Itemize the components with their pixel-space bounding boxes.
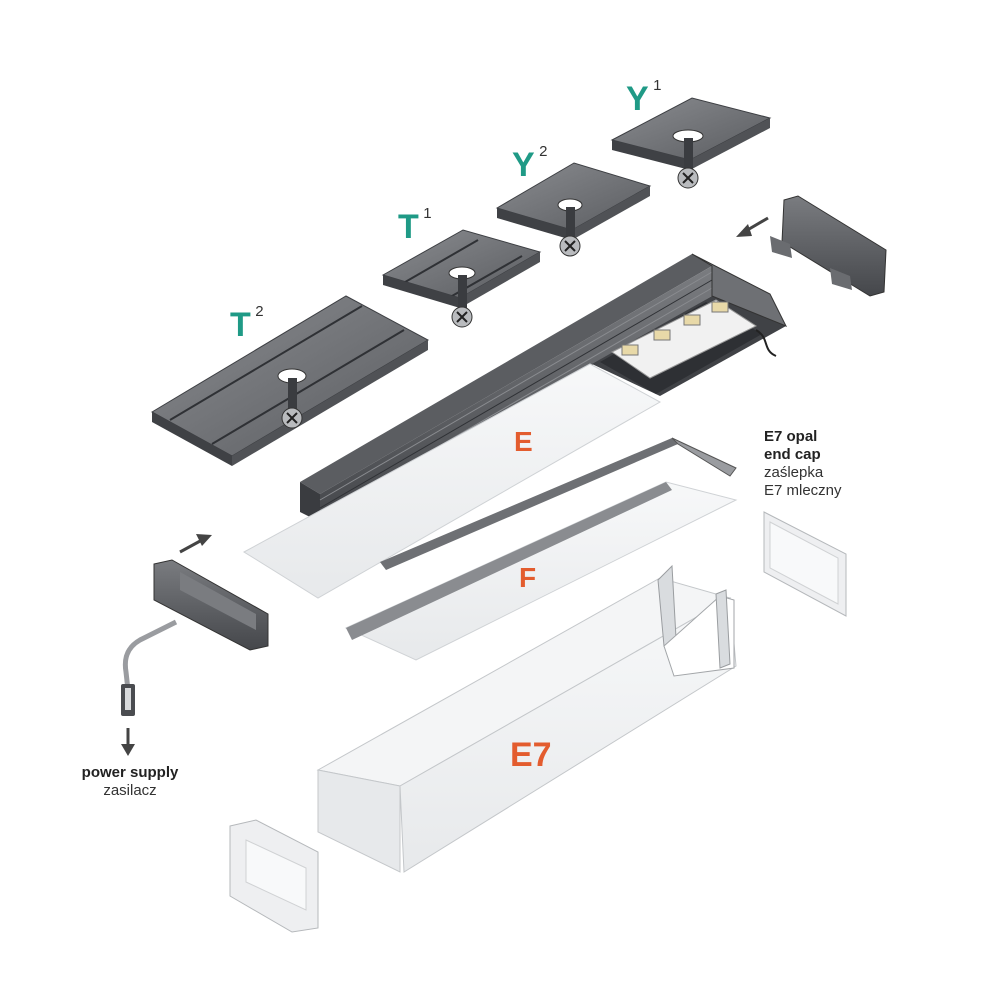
arrow-icon [736,216,769,237]
label-y2: Y 2 [512,144,547,184]
label-f: F [519,562,537,593]
power-supply-caption-line2: zasilacz [103,782,157,799]
label-t1-letter: T [398,208,419,246]
diffuser-e [243,363,662,599]
end-cap-dark-left [153,559,269,651]
arrow-icon [121,728,135,756]
power-supply-caption: power supply zasilacz [70,764,190,800]
end-cap-caption-line2: end cap [764,446,821,463]
end-cap-dark-right [770,195,887,297]
label-t1: T 1 [398,206,432,246]
power-supply-caption-line1: power supply [81,764,179,781]
label-t2-letter: T [230,306,251,344]
end-cap-caption: E7 opal end cap zaślepka E7 mleczny [764,428,842,500]
end-cap-caption-line4: E7 mleczny [764,482,842,499]
led-strip-icon [611,299,777,379]
mounting-clip-y2 [495,162,652,257]
mounting-clip-t2 [150,295,430,466]
arrow-icon [179,534,212,554]
label-e7: E7 [510,736,552,774]
profile-f [344,437,738,661]
label-e: E [514,426,533,457]
mounting-clip-y1 [610,97,772,189]
cable-icon [121,619,178,716]
end-cap-opal-right [763,511,847,617]
label-t1-index: 1 [423,205,432,222]
label-t2: T 2 [230,304,264,344]
end-cap-caption-line3: zaślepka [764,464,824,481]
label-y1-index: 1 [653,77,662,94]
end-cap-caption-line1: E7 opal [764,428,818,445]
mounting-clip-t1 [381,229,542,328]
label-t2-index: 2 [255,303,264,320]
label-y2-index: 2 [539,143,548,160]
end-cap-opal-left [229,819,319,933]
label-y2-letter: Y [512,146,535,184]
label-y1-letter: Y [626,80,649,118]
label-y1: Y 1 [626,78,661,118]
profile-e7 [316,564,737,873]
